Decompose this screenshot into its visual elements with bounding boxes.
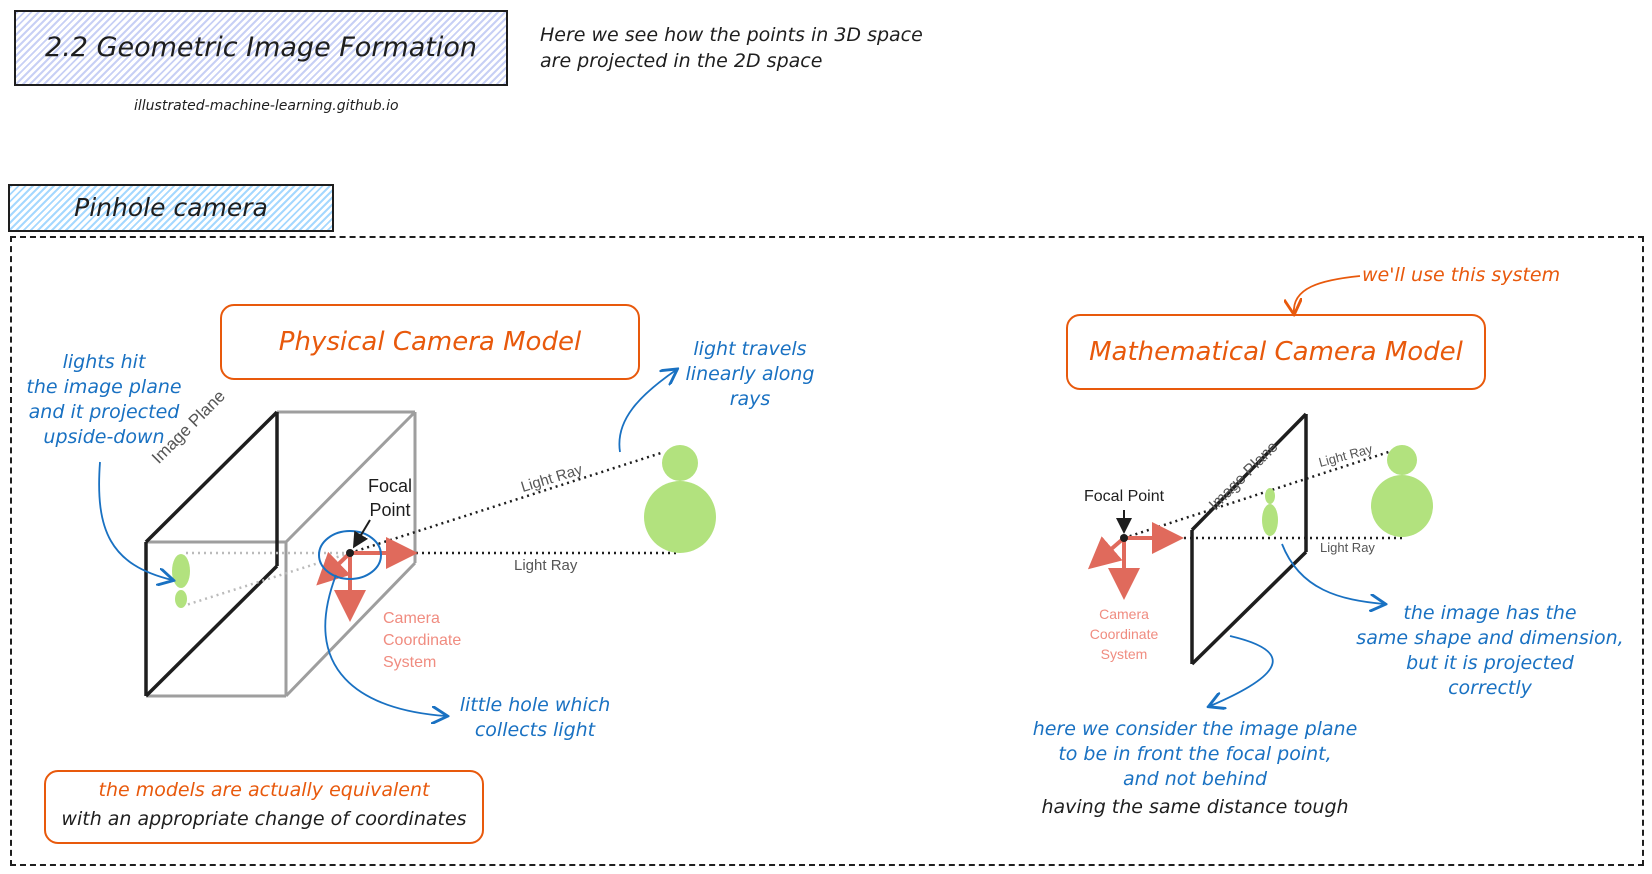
section-box <box>8 184 334 232</box>
math-light-ray-lower: Light Ray <box>1320 540 1375 555</box>
note-light-travels: light travels linearly along rays <box>670 337 830 412</box>
axis-z-math <box>1087 536 1126 570</box>
focal-point-physical <box>346 549 354 557</box>
object-head-physical <box>662 445 698 481</box>
page-title: 2.2 Geometric Image Formation <box>45 32 477 63</box>
physical-coord-line-3: System <box>383 654 437 671</box>
pinhole-circle <box>318 530 382 580</box>
math-projected-head <box>1265 488 1275 504</box>
note-front-line-2: to be in front the focal point, <box>1058 743 1332 765</box>
math-title: Mathematical Camera Model <box>1089 337 1463 367</box>
equivalence-line-2: with an appropriate change of coordinate… <box>61 808 467 830</box>
object-head-math <box>1387 445 1417 475</box>
note-projected-line-4: upside-down <box>43 426 165 448</box>
physical-title-box <box>220 304 640 380</box>
diagram-frame <box>10 236 1644 866</box>
physical-title: Physical Camera Model <box>278 327 582 357</box>
note-shape-line-4: correctly <box>1448 677 1532 699</box>
note-light-line-1: light travels <box>693 338 807 360</box>
subtitle: Here we see how the points in 3D space a… <box>540 22 923 74</box>
subtitle-line-1: Here we see how the points in 3D space <box>540 24 923 46</box>
arrow-light-travels <box>618 370 676 453</box>
note-hole-line-1: little hole which <box>459 694 611 716</box>
note-projected-line-3: and it projected <box>28 401 180 423</box>
physical-focal-line-2: Point <box>369 500 411 520</box>
equivalence-box <box>44 770 484 844</box>
source-link[interactable]: illustrated-machine-learning.github.io <box>134 98 399 114</box>
note-projected-line-1: lights hit <box>62 351 146 373</box>
focal-pointer-physical <box>352 519 371 549</box>
arrow-use-system <box>1294 275 1361 313</box>
note-projected-line-2: the image plane <box>26 376 182 398</box>
math-coordinate-label: Camera Coordinate System <box>1074 604 1174 664</box>
physical-coord-line-1: Camera <box>383 610 440 627</box>
note-image-shape: the image has the same shape and dimensi… <box>1350 601 1630 701</box>
equivalence-line-1: the models are actually equivalent <box>98 779 430 801</box>
math-coord-line-1: Camera <box>1099 606 1149 622</box>
physical-image-plane <box>144 410 279 698</box>
physical-light-ray-lower: Light Ray <box>514 557 578 574</box>
projected-body <box>172 554 190 588</box>
note-hole-line-2: collects light <box>474 719 596 741</box>
ray-upper-physical <box>349 450 665 555</box>
math-projected-body <box>1262 504 1278 536</box>
projected-head <box>175 590 187 608</box>
math-title-box <box>1066 314 1486 390</box>
arrow-image-shape <box>1281 543 1384 604</box>
physical-coordinate-label: Camera Coordinate System <box>383 608 461 674</box>
note-shape-line-2: same shape and dimension, <box>1356 627 1624 649</box>
section-title: Pinhole camera <box>74 193 268 222</box>
note-light-line-2: linearly along <box>685 363 815 385</box>
note-front-line-3: and not behind <box>1122 768 1268 790</box>
physical-focal-point-label: Focal Point <box>350 474 430 522</box>
object-body-math <box>1371 475 1433 537</box>
math-focal-point-label: Focal Point <box>1084 488 1165 505</box>
camera-box <box>146 410 417 698</box>
note-use-system: we'll use this system <box>1362 264 1561 286</box>
note-same-distance: having the same distance tough <box>1041 796 1349 818</box>
note-projected: lights hit the image plane and it projec… <box>14 350 194 450</box>
math-coord-line-3: System <box>1100 646 1148 662</box>
axis-z-physical <box>316 551 352 586</box>
focal-point-math <box>1120 534 1128 542</box>
arrow-hole <box>324 574 446 716</box>
physical-coord-line-2: Coordinate <box>383 632 462 649</box>
note-in-front: here we consider the image plane to be i… <box>1020 717 1370 792</box>
arrow-projected <box>98 461 172 580</box>
object-body-physical <box>644 481 716 553</box>
arrow-in-front <box>1210 635 1274 706</box>
math-coord-line-2: Coordinate <box>1089 626 1159 642</box>
title-box <box>14 10 508 86</box>
note-shape-line-3: but it is projected <box>1406 652 1574 674</box>
subtitle-line-2: are projected in the 2D space <box>540 50 823 72</box>
note-hole: little hole which collects light <box>440 693 630 743</box>
physical-focal-line-1: Focal <box>367 476 412 496</box>
note-front-line-1: here we consider the image plane <box>1032 718 1358 740</box>
note-light-line-3: rays <box>729 388 771 410</box>
note-shape-line-1: the image has the <box>1403 602 1577 624</box>
